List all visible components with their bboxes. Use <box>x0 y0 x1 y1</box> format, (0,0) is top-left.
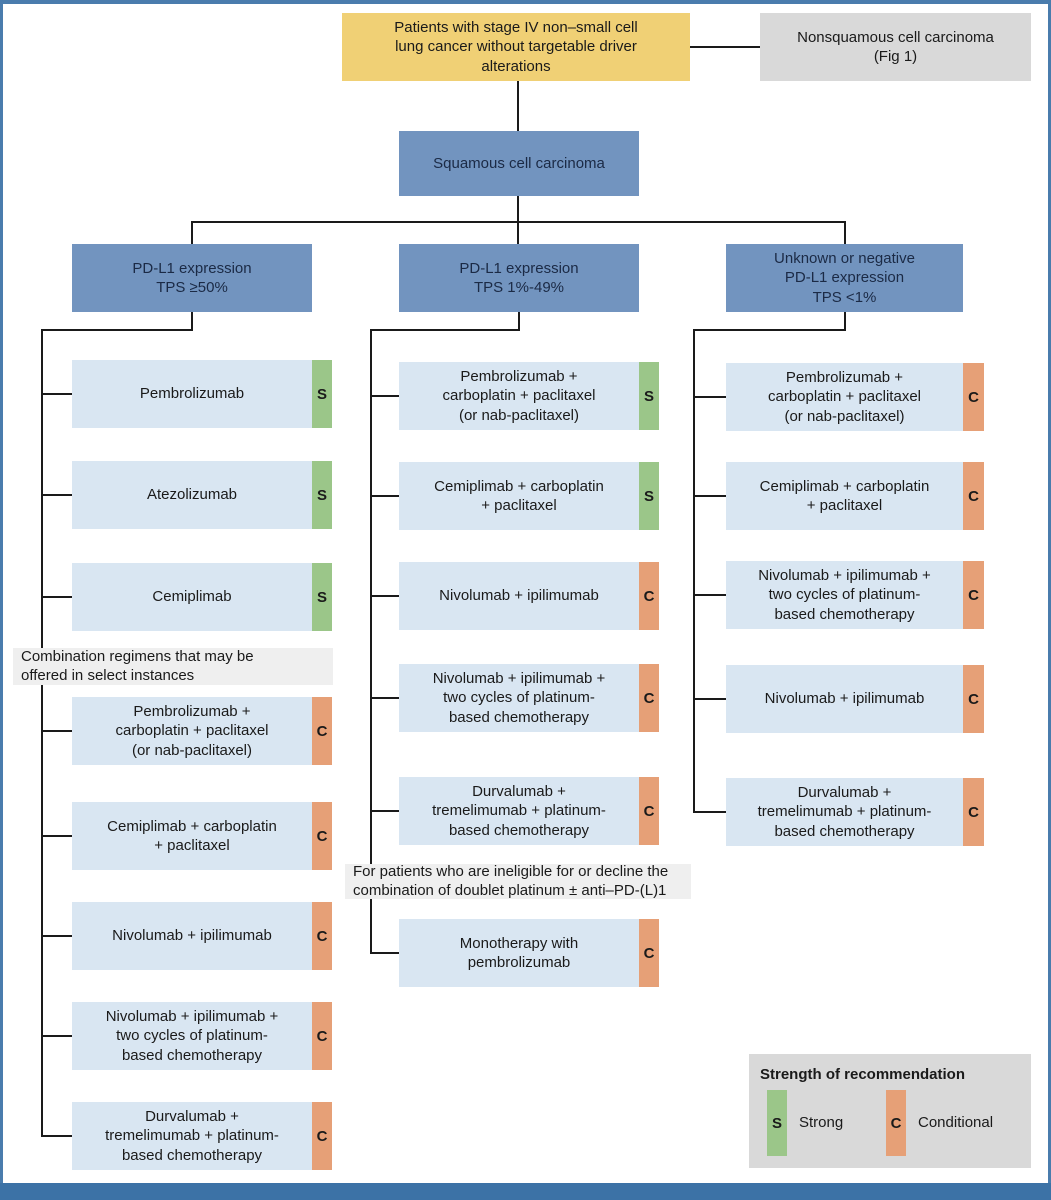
treatment-box: Pembrolizumab + carboplatin + paclitaxel… <box>399 362 639 430</box>
treatment-box: Cemiplimab + carboplatin + paclitaxel <box>726 462 963 530</box>
legend-swatch-strong: S <box>767 1090 787 1156</box>
frame-bottom <box>0 1183 1051 1200</box>
nonsquamous-box: Nonsquamous cell carcinoma (Fig 1) <box>760 13 1031 81</box>
root-box: Patients with stage IV non–small cell lu… <box>342 13 690 81</box>
connector-line <box>693 698 726 700</box>
tag-strip: C <box>639 919 659 987</box>
tag-strip: C <box>963 665 984 733</box>
tag-strip: C <box>312 697 332 765</box>
connector-line <box>41 329 193 331</box>
treatment-box: Nivolumab + ipilimumab + two cycles of p… <box>726 561 963 629</box>
tag-strip: C <box>963 363 984 431</box>
tag-strip: S <box>639 462 659 530</box>
connector-line <box>518 312 520 331</box>
tag-strip: C <box>963 462 984 530</box>
connector-line <box>370 329 372 954</box>
tag-strip: S <box>312 563 332 631</box>
connector-line <box>370 810 399 812</box>
treatment-box: Atezolizumab <box>72 461 312 529</box>
legend-label-conditional: Conditional <box>918 1114 994 1131</box>
connector-line <box>41 935 72 937</box>
note-box: For patients who are ineligible for or d… <box>345 863 691 899</box>
treatment-box: Nivolumab + ipilimumab + two cycles of p… <box>72 1002 312 1070</box>
connector-line <box>41 835 72 837</box>
connector-line <box>370 952 399 954</box>
connector-line <box>517 196 519 244</box>
connector-line <box>844 312 846 331</box>
treatment-box: Cemiplimab + carboplatin + paclitaxel <box>399 462 639 530</box>
legend-title: Strength of recommendation <box>760 1066 966 1083</box>
column-header: Unknown or negative PD-L1 expression TPS… <box>726 244 963 312</box>
connector-line <box>370 395 399 397</box>
connector-line <box>370 495 399 497</box>
frame-left <box>0 0 3 1200</box>
treatment-box: Nivolumab + ipilimumab <box>726 665 963 733</box>
treatment-box: Nivolumab + ipilimumab <box>72 902 312 970</box>
connector-line <box>517 81 519 131</box>
treatment-box: Durvalumab + tremelimumab + platinum- ba… <box>726 778 963 846</box>
connector-line <box>41 1135 72 1137</box>
tag-strip: S <box>312 461 332 529</box>
tag-strip: C <box>312 1102 332 1170</box>
treatment-box: Durvalumab + tremelimumab + platinum- ba… <box>72 1102 312 1170</box>
tag-strip: C <box>639 777 659 845</box>
connector-line <box>693 396 726 398</box>
treatment-box: Cemiplimab + carboplatin + paclitaxel <box>72 802 312 870</box>
connector-line <box>41 494 72 496</box>
connector-line <box>370 329 520 331</box>
tag-strip: C <box>639 562 659 630</box>
connector-line <box>693 811 726 813</box>
connector-line <box>370 595 399 597</box>
treatment-box: Pembrolizumab + carboplatin + paclitaxel… <box>726 363 963 431</box>
legend-swatch-conditional: C <box>886 1090 906 1156</box>
column-header: PD-L1 expression TPS 1%-49% <box>399 244 639 312</box>
connector-line <box>41 596 72 598</box>
frame-right <box>1048 0 1051 1200</box>
connector-line <box>690 46 760 48</box>
tag-strip: C <box>639 664 659 732</box>
connector-line <box>693 594 726 596</box>
treatment-box: Durvalumab + tremelimumab + platinum- ba… <box>399 777 639 845</box>
legend: Strength of recommendation S Strong C Co… <box>749 1054 1031 1168</box>
tag-strip: C <box>963 561 984 629</box>
frame-top <box>0 0 1051 4</box>
legend-label-strong: Strong <box>799 1114 844 1131</box>
tag-strip: S <box>639 362 659 430</box>
connector-line <box>844 221 846 244</box>
tag-strip: C <box>312 802 332 870</box>
squamous-box: Squamous cell carcinoma <box>399 131 639 196</box>
tag-strip: C <box>312 1002 332 1070</box>
column-header: PD-L1 expression TPS ≥50% <box>72 244 312 312</box>
connector-line <box>191 221 846 223</box>
connector-line <box>370 697 399 699</box>
connector-line <box>693 329 695 813</box>
treatment-box: Cemiplimab <box>72 563 312 631</box>
treatment-box: Monotherapy with pembrolizumab <box>399 919 639 987</box>
connector-line <box>41 329 43 1137</box>
connector-line <box>191 221 193 244</box>
treatment-box: Nivolumab + ipilimumab + two cycles of p… <box>399 664 639 732</box>
treatment-box: Pembrolizumab + carboplatin + paclitaxel… <box>72 697 312 765</box>
tag-strip: S <box>312 360 332 428</box>
tag-strip: C <box>312 902 332 970</box>
connector-line <box>41 1035 72 1037</box>
note-box: Combination regimens that may be offered… <box>13 648 333 685</box>
connector-line <box>41 730 72 732</box>
connector-line <box>693 495 726 497</box>
tag-strip: C <box>963 778 984 846</box>
treatment-box: Pembrolizumab <box>72 360 312 428</box>
connector-line <box>693 329 846 331</box>
connector-line <box>191 312 193 331</box>
connector-line <box>41 393 72 395</box>
treatment-box: Nivolumab + ipilimumab <box>399 562 639 630</box>
